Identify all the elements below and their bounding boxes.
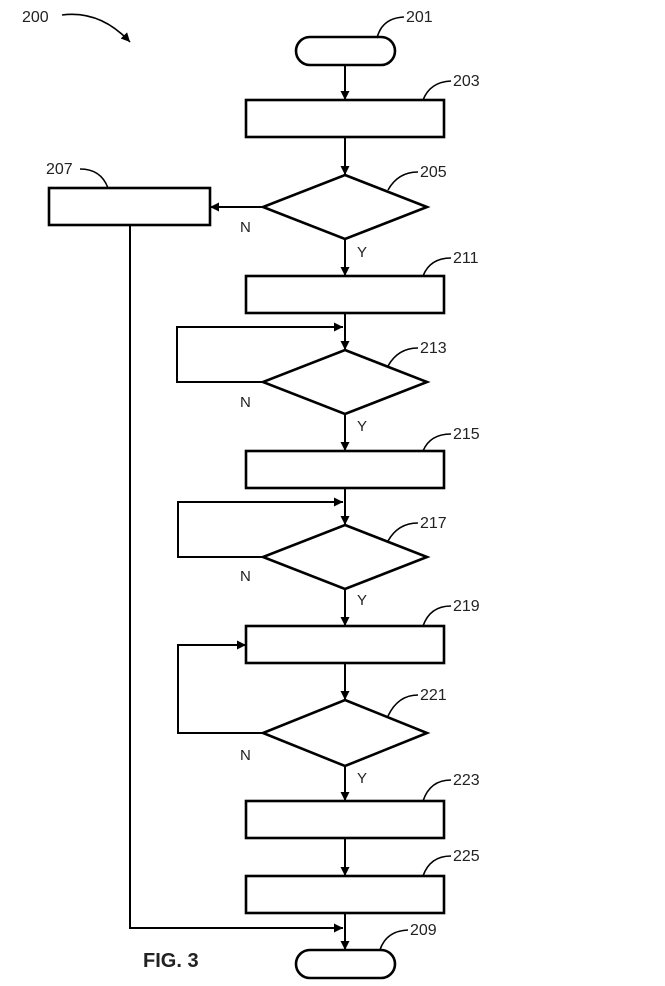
- process-box-211: [244, 274, 446, 315]
- branch-label-221-yes: Y: [357, 770, 367, 787]
- decision-diamond-221: [259, 698, 431, 768]
- ref-label-219: 219: [453, 598, 480, 615]
- ref-leader-201: [376, 16, 405, 39]
- process-box-223: [244, 799, 446, 840]
- ref-label-217: 217: [420, 515, 447, 532]
- branch-label-221-no: N: [240, 747, 251, 764]
- process-box-207: [47, 186, 212, 227]
- process-box-203: [244, 98, 446, 139]
- ref-leader-213: [387, 347, 419, 367]
- ref-label-223: 223: [453, 772, 480, 789]
- ref-label-213: 213: [420, 340, 447, 357]
- ref-label-225: 225: [453, 848, 480, 865]
- ref-label-201: 201: [406, 9, 433, 26]
- branch-label-213-yes: Y: [357, 418, 367, 435]
- connector-207-209: [129, 225, 343, 933]
- ref-label-209: 209: [410, 922, 437, 939]
- process-box-219: [244, 624, 446, 665]
- branch-label-205-yes: Y: [357, 244, 367, 261]
- figure-reference-label: 200: [22, 9, 49, 26]
- decision-diamond-213: [259, 348, 431, 416]
- process-box-215: [244, 449, 446, 490]
- ref-leader-223: [422, 779, 452, 802]
- process-box-225: [244, 874, 446, 915]
- ref-leader-205: [387, 171, 419, 191]
- end-terminal-209: [294, 948, 397, 980]
- figure-caption: FIG. 3: [143, 950, 199, 972]
- ref-label-205: 205: [420, 164, 447, 181]
- ref-leader-203: [422, 80, 452, 101]
- ref-leader-225: [422, 855, 452, 877]
- decision-diamond-205: [259, 173, 431, 241]
- ref-label-211: 211: [453, 250, 479, 267]
- ref-leader-207: [79, 168, 109, 189]
- branch-label-213-no: N: [240, 394, 251, 411]
- branch-label-217-yes: Y: [357, 592, 367, 609]
- start-terminal-201: [294, 35, 397, 67]
- loop-217-no: [177, 497, 343, 558]
- ref-leader-211: [422, 257, 452, 277]
- ref-label-203: 203: [453, 73, 480, 90]
- ref-leader-217: [387, 522, 419, 542]
- branch-label-217-no: N: [240, 568, 251, 585]
- branch-label-205-no: N: [240, 219, 251, 236]
- ref-label-207: 207: [46, 161, 73, 178]
- decision-diamond-217: [259, 523, 431, 591]
- figure-reference-leader: [61, 13, 131, 43]
- ref-leader-219: [422, 605, 452, 627]
- loop-213-no: [176, 322, 343, 383]
- ref-label-215: 215: [453, 426, 480, 443]
- ref-label-221: 221: [420, 687, 447, 704]
- ref-leader-215: [422, 433, 452, 452]
- ref-leader-209: [379, 929, 409, 951]
- loop-221-no: [177, 640, 263, 734]
- ref-leader-221: [387, 694, 419, 717]
